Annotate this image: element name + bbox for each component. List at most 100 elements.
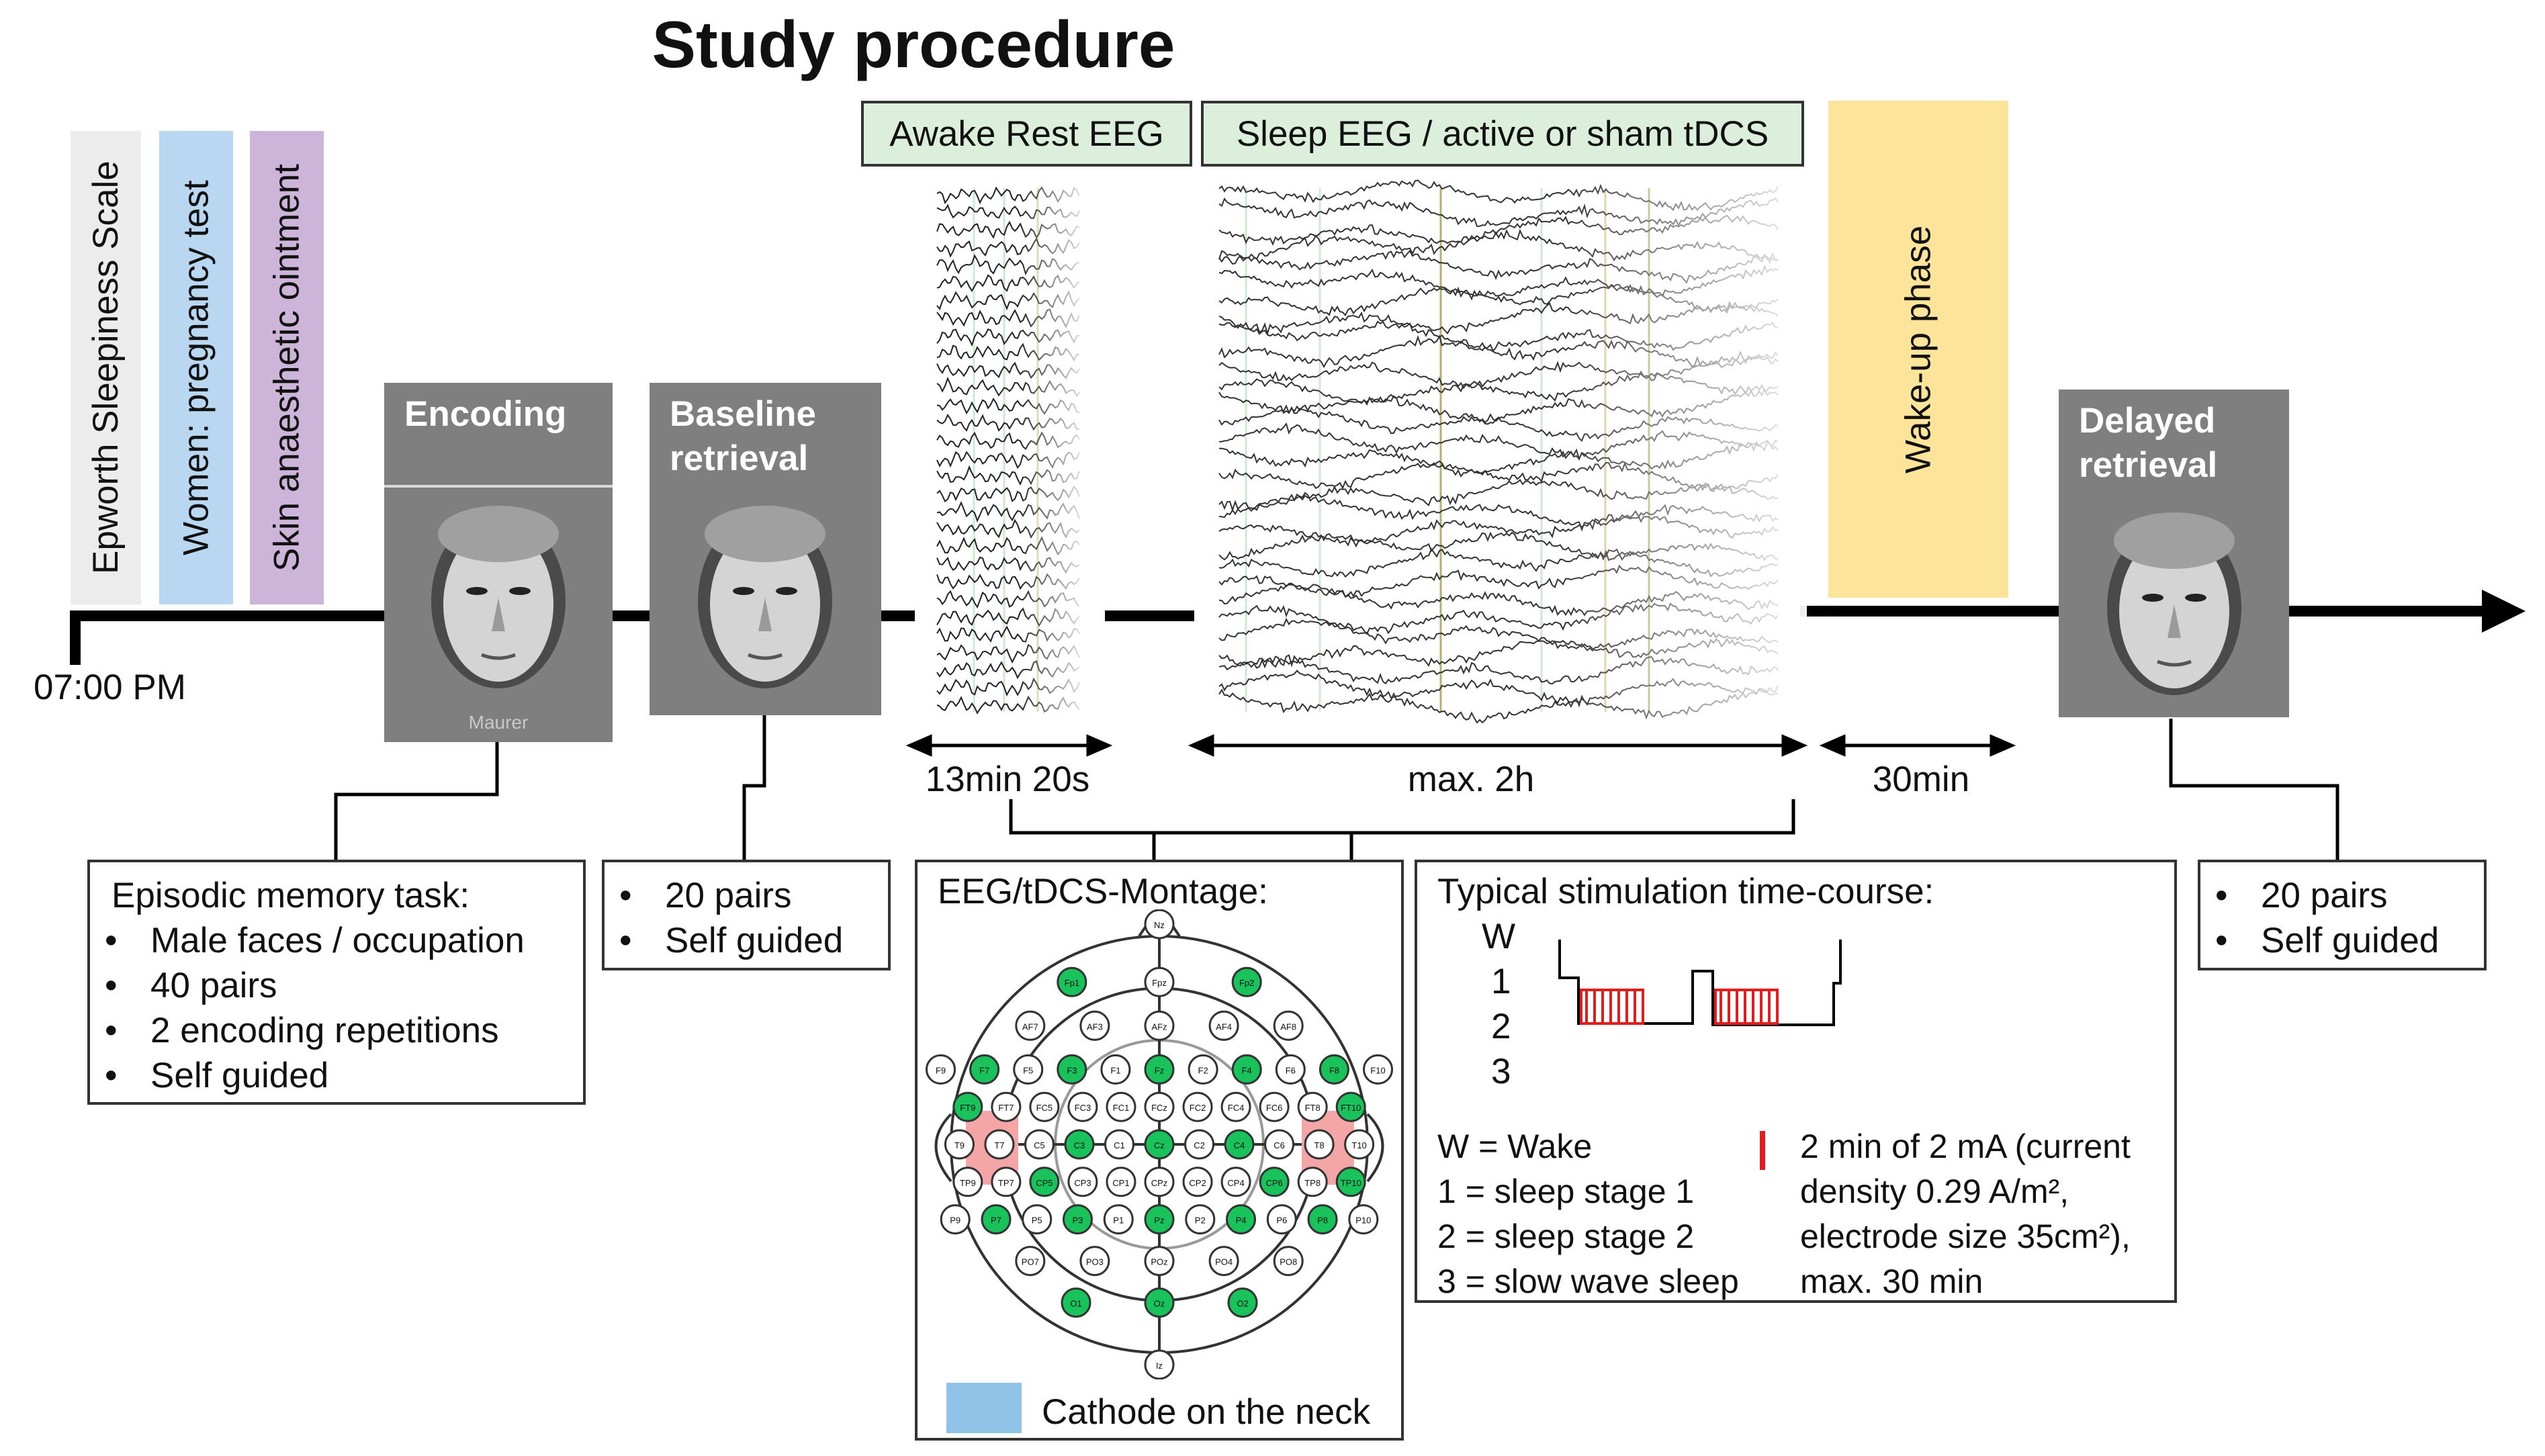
electrode: FC5 [1029,1091,1060,1122]
electrode-label: TP10 [1341,1178,1361,1188]
electrode-marker [991,1167,1022,1197]
electrode: PO4 [1208,1246,1239,1277]
electrode: C6 [1264,1129,1295,1160]
sleep-stage-axis: W 1 2 3 [1482,914,1515,1094]
electrode-label: O2 [1237,1299,1248,1309]
electrode-label: CPz [1151,1178,1168,1188]
electrode-marker [1231,966,1262,997]
electrode-label: F10 [1370,1065,1385,1075]
electrode-label: Iz [1156,1361,1163,1371]
electrode: C3 [1064,1129,1095,1160]
electrode-marker [1273,1246,1304,1277]
electrode-label: Fz [1155,1065,1164,1075]
electrode-label: C4 [1234,1140,1245,1150]
stage-label-3: 3 [1491,1052,1511,1091]
electrode-label: Nz [1154,920,1165,930]
electrode: CP5 [1029,1167,1060,1197]
electrode-marker [1226,1204,1257,1235]
electrode-label: Pz [1154,1216,1164,1226]
electrode: AF7 [1015,1010,1046,1041]
electrode-label: C6 [1274,1140,1285,1150]
electrode-label: CP4 [1227,1178,1244,1188]
electrode-label: CP1 [1112,1178,1129,1188]
electrode-label: Fp1 [1065,978,1079,988]
electrode-label: P2 [1195,1216,1206,1226]
list-item: 20 pairs [605,873,888,918]
electrode-label: F2 [1198,1065,1208,1075]
encoding-panel: Encoding Maurer [384,383,613,742]
baseline-title-line2: retrieval [670,439,809,478]
note-line: density 0.29 A/m², [1800,1173,2069,1210]
electrode-label: P4 [1236,1216,1247,1226]
electrode-label: O1 [1070,1299,1081,1309]
electrode-marker [1144,1091,1175,1122]
electrode-marker [1013,1054,1044,1085]
electrode: P8 [1307,1204,1338,1235]
start-time-label: 07:00 PM [34,668,186,707]
electrode: CP1 [1106,1167,1136,1197]
delayed-retrieval-panel: Delayed retrieval [2059,390,2289,717]
electrode-label: F3 [1067,1065,1077,1075]
list-item: 20 pairs [2200,873,2484,918]
electrode-marker [1061,1287,1091,1318]
electrode: F9 [926,1054,956,1085]
sleep-eeg-trace-group [1218,179,1807,724]
electrode: FT9 [952,1091,983,1122]
electrode: T7 [984,1129,1015,1160]
encoding-divider [384,485,613,488]
rest-eeg-trace-group [936,181,1088,719]
electrode-marker [1067,1091,1098,1122]
electrode-label: FT9 [960,1103,975,1113]
electrode-label: P7 [991,1216,1001,1226]
electrode: C5 [1024,1129,1055,1160]
electrode-marker [1144,1010,1175,1041]
electrode: F10 [1363,1054,1393,1085]
electrode-label: AFz [1151,1021,1167,1032]
electrode: T9 [944,1129,975,1160]
electrode-label: C5 [1034,1140,1045,1150]
electrode-label: TP7 [998,1178,1014,1188]
electrode-label: F9 [936,1065,946,1075]
stage-label-1: 1 [1491,962,1511,1001]
electrode: F1 [1100,1054,1131,1085]
electrode-label: FCz [1151,1103,1167,1113]
hypnogram [1558,940,1842,1026]
electrode-label: CP5 [1036,1178,1053,1188]
electrode: O1 [1061,1287,1091,1318]
electrode-marker [1029,1091,1060,1122]
electrode-marker [944,1129,975,1160]
electrode: FCz [1144,1091,1175,1122]
electrode: FC1 [1106,1091,1136,1122]
electrode-label: AF8 [1280,1021,1296,1032]
electrode-label: F1 [1110,1065,1120,1075]
electrode: Pz [1144,1204,1175,1235]
electrode: Nz [1144,909,1175,940]
electrode-label: CP6 [1265,1178,1282,1188]
electrode-label: FT7 [998,1103,1014,1113]
electrode-marker [1079,1246,1110,1277]
electrode-marker [1144,1287,1175,1318]
electrode: F6 [1275,1054,1306,1085]
electrode-marker [1182,1091,1213,1122]
electrode: F4 [1231,1054,1262,1085]
electrode-marker [1106,1167,1136,1197]
electrode-marker [1182,1167,1213,1197]
note-line: 2 min of 2 mA (current [1800,1128,2131,1165]
electrode-marker [1224,1129,1255,1160]
electrode-marker [1103,1204,1134,1235]
electrode-label: P3 [1073,1216,1083,1226]
electrode: P2 [1185,1204,1216,1235]
electrode-marker [991,1091,1022,1122]
electrode-label: P8 [1317,1216,1328,1226]
electrode-marker [984,1129,1015,1160]
rest-eeg-label: Awake Rest EEG [861,101,1192,167]
electrode-label: F7 [979,1065,989,1075]
electrode: F7 [969,1054,1000,1085]
electrode: TP8 [1297,1167,1328,1197]
electrode: C2 [1184,1129,1215,1160]
electrode: Fpz [1144,966,1175,997]
list-item: 40 pairs [90,963,583,1008]
electrode-marker [1208,1010,1239,1041]
